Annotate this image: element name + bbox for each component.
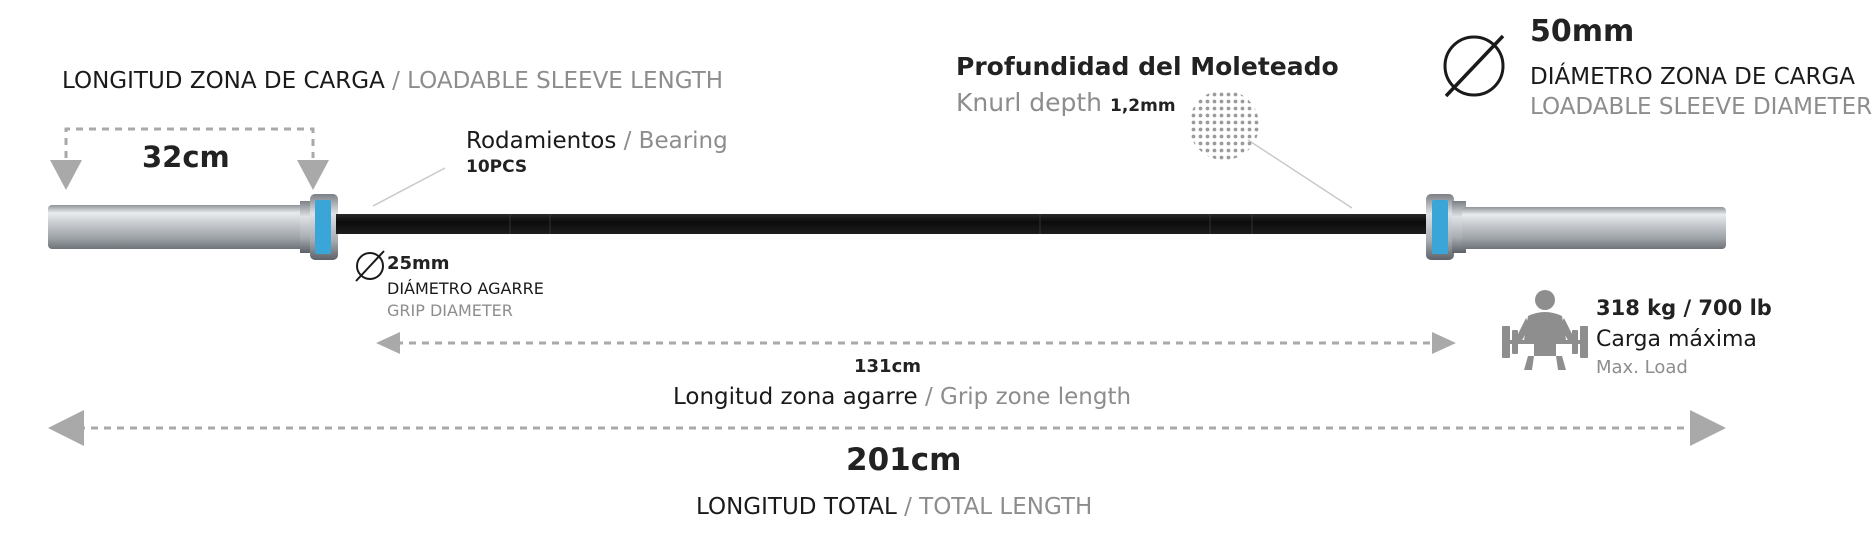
knurl-label-en: Knurl depth bbox=[956, 88, 1103, 117]
right-sleeve bbox=[1462, 207, 1726, 249]
total-length-value: 201cm bbox=[846, 442, 962, 478]
grip-length-value: 131cm bbox=[854, 356, 921, 377]
knurl-label-es: Profundidad del Moleteado bbox=[956, 52, 1339, 81]
grip-diameter-icon bbox=[355, 250, 385, 282]
bearing-pointer-line bbox=[372, 167, 446, 207]
grip-length-label-es: Longitud zona agarre bbox=[673, 384, 918, 410]
max-load-label-en: Max. Load bbox=[1596, 357, 1688, 378]
max-load-label-es: Carga máxima bbox=[1596, 327, 1757, 352]
sleeve-diameter-label-es: DIÁMETRO ZONA DE CARGA bbox=[1530, 64, 1856, 90]
total-length-title: LONGITUD TOTAL / TOTAL LENGTH bbox=[696, 494, 1092, 520]
sleeve-diameter-value: 50mm bbox=[1530, 14, 1635, 49]
weightlifter-icon bbox=[1502, 290, 1588, 370]
knurl-pointer-line bbox=[1247, 139, 1353, 209]
shaft bbox=[336, 214, 1430, 234]
right-collar-accent bbox=[1432, 200, 1448, 254]
grip-diameter-label-es: DIÁMETRO AGARRE bbox=[387, 279, 544, 298]
grip-diameter-label-en: GRIP DIAMETER bbox=[387, 301, 513, 320]
max-load-value: 318 kg / 700 lb bbox=[1596, 296, 1772, 320]
bearing-label-en: / Bearing bbox=[623, 128, 728, 154]
sleeve-length-label-en: / LOADABLE SLEEVE LENGTH bbox=[392, 68, 724, 94]
knurl-title: Knurl depth 1,2mm bbox=[956, 88, 1176, 117]
total-length-label-en: / TOTAL LENGTH bbox=[904, 494, 1093, 520]
knurl-texture-icon bbox=[1189, 90, 1259, 160]
total-length-label-es: LONGITUD TOTAL bbox=[696, 494, 897, 520]
grip-length-title: Longitud zona agarre / Grip zone length bbox=[673, 384, 1131, 410]
sleeve-length-bracket bbox=[50, 127, 329, 190]
total-length-arrow bbox=[48, 410, 1726, 446]
barbell bbox=[48, 194, 1726, 260]
sleeve-length-label-es: LONGITUD ZONA DE CARGA bbox=[62, 68, 385, 94]
left-collar-accent bbox=[315, 200, 331, 254]
sleeve-length-value: 32cm bbox=[142, 140, 230, 174]
knurl-value: 1,2mm bbox=[1109, 96, 1176, 116]
bearing-label-es: Rodamientos bbox=[466, 128, 617, 154]
bearing-value: 10PCS bbox=[466, 157, 528, 177]
grip-diameter-value: 25mm bbox=[387, 253, 450, 274]
diameter-icon bbox=[1443, 34, 1505, 98]
bearing-title: Rodamientos / Bearing bbox=[466, 128, 728, 154]
sleeve-diameter-label-en: LOADABLE SLEEVE DIAMETER bbox=[1530, 94, 1873, 120]
sleeve-length-title: LONGITUD ZONA DE CARGA / LOADABLE SLEEVE… bbox=[62, 68, 723, 94]
left-sleeve bbox=[48, 205, 310, 249]
grip-length-arrow bbox=[376, 332, 1456, 354]
grip-length-label-en: / Grip zone length bbox=[924, 384, 1132, 410]
